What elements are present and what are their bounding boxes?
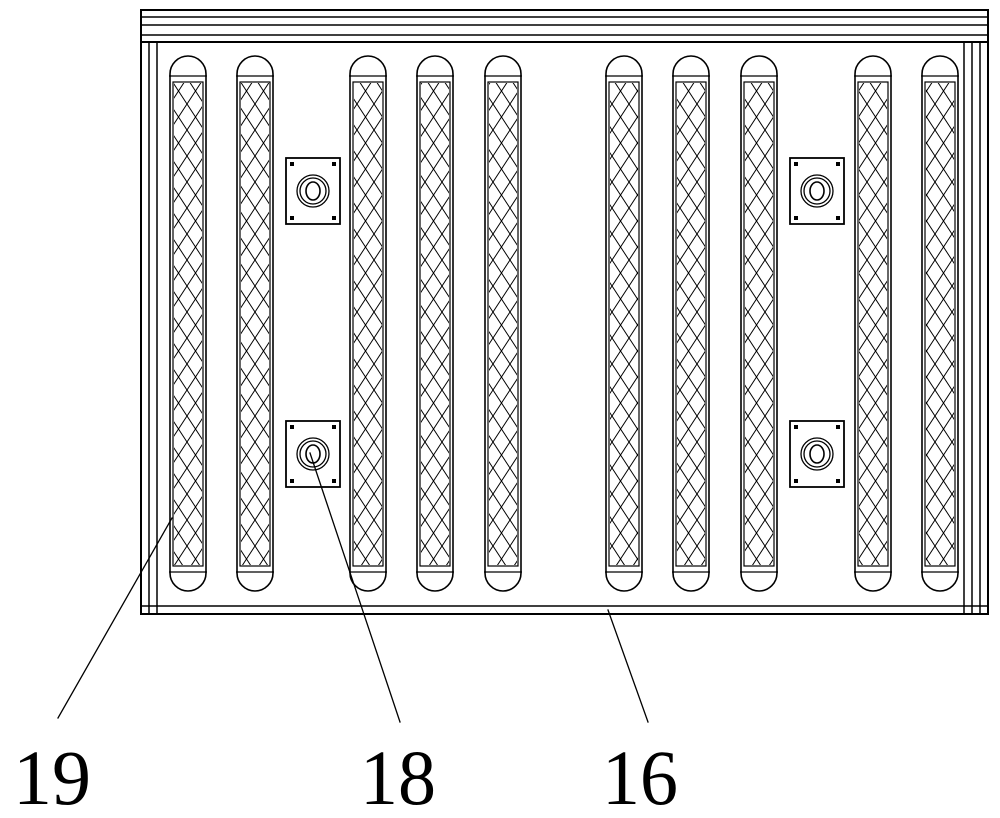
strip-top-cap — [672, 55, 710, 77]
mounting-plate — [789, 420, 845, 488]
plate-body — [789, 420, 845, 488]
strip-bottom-cap — [740, 571, 778, 592]
strip-mesh-window — [352, 81, 384, 567]
strip-mesh-pattern — [926, 83, 954, 565]
leader-line-19 — [57, 517, 173, 719]
strip-bottom-cap — [169, 571, 207, 592]
strip-bottom-cap — [416, 571, 454, 592]
plate-body — [285, 157, 341, 225]
strip-top-cap — [921, 55, 959, 77]
plate-body — [789, 157, 845, 225]
strip-mesh-pattern — [677, 83, 705, 565]
plate-ring-outer — [296, 437, 330, 471]
strip-mesh-pattern — [421, 83, 449, 565]
strip-top-cap — [236, 55, 274, 77]
plate-ring-outer — [800, 174, 834, 208]
plate-bolt-icon — [794, 425, 798, 429]
mounting-plate — [285, 420, 341, 488]
mesh-strip — [921, 55, 959, 592]
plate-bolt-icon — [290, 162, 294, 166]
strip-mesh-window — [487, 81, 519, 567]
strip-top-cap — [416, 55, 454, 77]
mesh-strip — [236, 55, 274, 592]
base-panel — [140, 9, 989, 615]
strip-mesh-pattern — [745, 83, 773, 565]
mesh-strip — [740, 55, 778, 592]
plate-bolt-icon — [836, 162, 840, 166]
mounting-plate — [789, 157, 845, 225]
plate-ring — [299, 177, 327, 205]
plate-ring — [803, 177, 831, 205]
plate-bolt-icon — [836, 425, 840, 429]
plate-bore — [809, 181, 825, 201]
strip-mesh-window — [743, 81, 775, 567]
strip-bottom-cap — [236, 571, 274, 592]
strip-mesh-window — [172, 81, 204, 567]
mounting-plate-group — [285, 157, 845, 488]
mesh-strip — [854, 55, 892, 592]
plate-bolt-icon — [836, 216, 840, 220]
plate-ring — [299, 440, 327, 468]
strip-top-cap — [484, 55, 522, 77]
plate-bolt-icon — [332, 425, 336, 429]
strip-mesh-window — [857, 81, 889, 567]
mounting-plate — [285, 157, 341, 225]
strip-mesh-pattern — [174, 83, 202, 565]
panel-outer-frame — [140, 9, 989, 615]
plate-bolt-icon — [794, 162, 798, 166]
plate-bolt-icon — [794, 479, 798, 483]
strip-mesh-pattern — [610, 83, 638, 565]
plate-bolt-icon — [290, 425, 294, 429]
strip-mesh-window — [924, 81, 956, 567]
strip-mesh-window — [675, 81, 707, 567]
plate-bore — [809, 444, 825, 464]
mesh-strip — [416, 55, 454, 592]
mesh-strip — [605, 55, 643, 592]
plate-body — [285, 420, 341, 488]
ref-label-18: 18 — [360, 734, 436, 818]
strip-top-cap — [169, 55, 207, 77]
strip-mesh-pattern — [354, 83, 382, 565]
mesh-strip — [349, 55, 387, 592]
leader-lines — [57, 452, 649, 723]
strip-bottom-cap — [605, 571, 643, 592]
strip-mesh-window — [608, 81, 640, 567]
ref-label-16: 16 — [602, 734, 678, 818]
mesh-strip-group — [169, 55, 959, 592]
strip-bottom-cap — [349, 571, 387, 592]
strip-mesh-pattern — [241, 83, 269, 565]
plate-bolt-icon — [794, 216, 798, 220]
strip-top-cap — [740, 55, 778, 77]
plate-ring — [803, 440, 831, 468]
strip-top-cap — [854, 55, 892, 77]
plate-ring-outer — [800, 437, 834, 471]
plate-ring-outer — [296, 174, 330, 208]
leader-line-16 — [607, 609, 649, 723]
leader-line-18 — [309, 452, 401, 723]
reference-numerals: 19 18 16 — [13, 734, 678, 818]
plate-bolt-icon — [332, 479, 336, 483]
strip-mesh-window — [239, 81, 271, 567]
mesh-strip — [484, 55, 522, 592]
plate-bolt-icon — [332, 162, 336, 166]
plate-bolt-icon — [332, 216, 336, 220]
strip-bottom-cap — [921, 571, 959, 592]
plate-bolt-icon — [836, 479, 840, 483]
plate-bolt-icon — [290, 479, 294, 483]
strip-bottom-cap — [672, 571, 710, 592]
strip-mesh-pattern — [489, 83, 517, 565]
mesh-strip — [169, 55, 207, 592]
plate-bolt-icon — [290, 216, 294, 220]
strip-mesh-pattern — [859, 83, 887, 565]
strip-mesh-window — [419, 81, 451, 567]
strip-top-cap — [349, 55, 387, 77]
strip-bottom-cap — [484, 571, 522, 592]
strip-top-cap — [605, 55, 643, 77]
mesh-strip — [672, 55, 710, 592]
strip-bottom-cap — [854, 571, 892, 592]
ref-label-19: 19 — [13, 734, 91, 818]
plate-bore — [305, 181, 321, 201]
